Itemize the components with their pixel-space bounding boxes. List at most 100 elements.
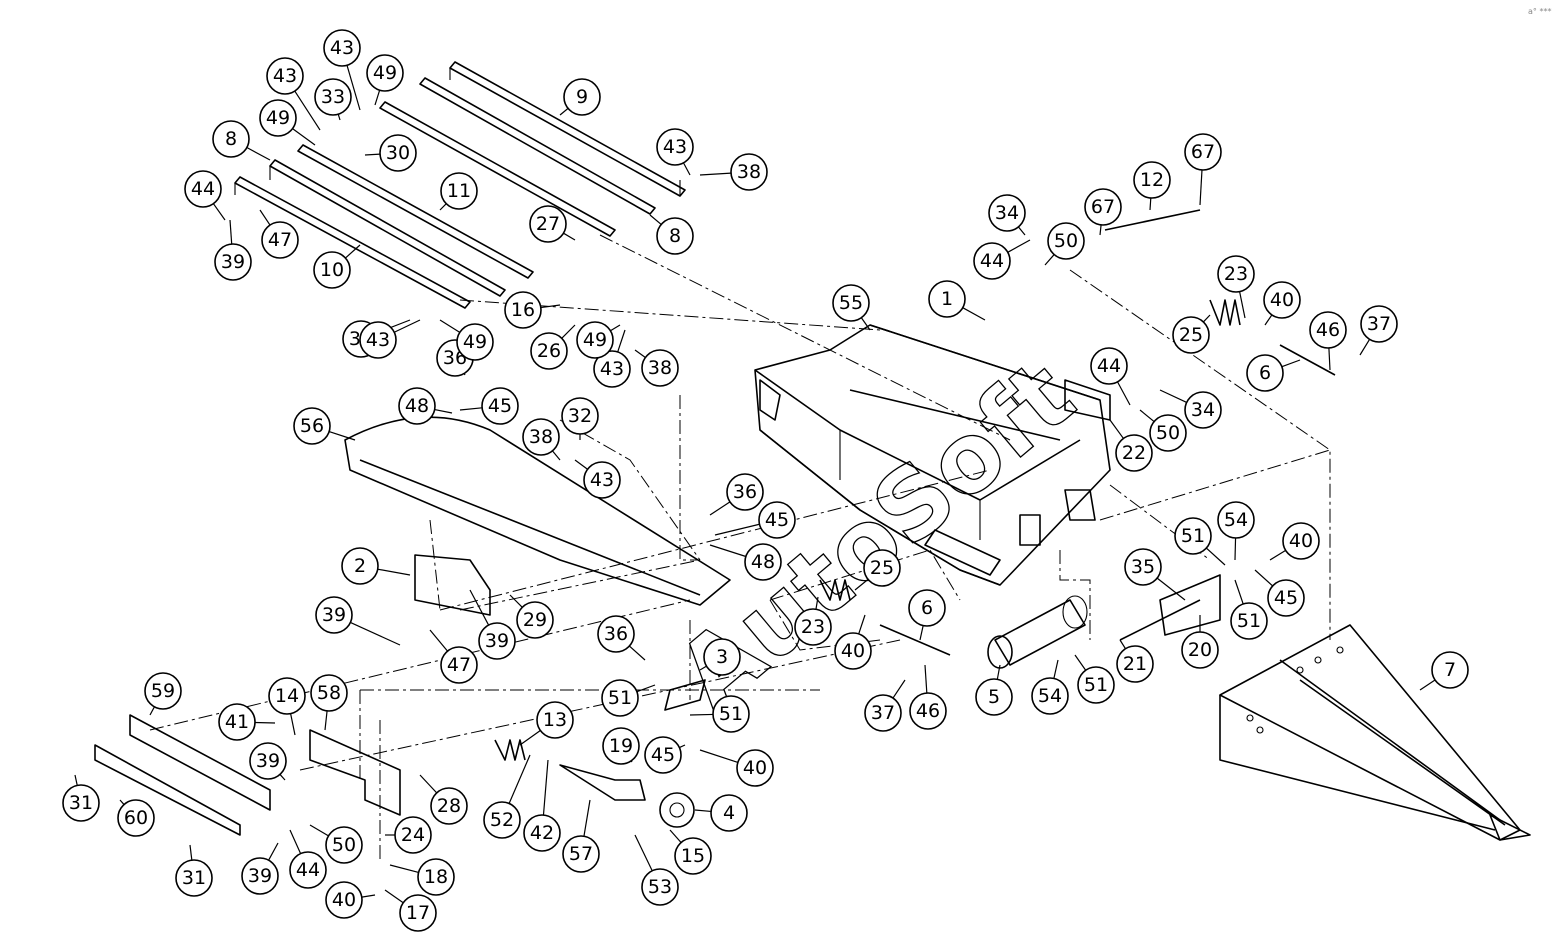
callout-number: 2: [354, 555, 366, 577]
leader-line: [892, 679, 906, 699]
callout-number: 25: [870, 557, 894, 579]
callout-number: 21: [1123, 653, 1147, 675]
callout-number: 67: [1191, 141, 1215, 163]
callout-number: 57: [569, 843, 593, 865]
leader-line: [254, 721, 276, 724]
callout-bubble: [1184, 133, 1222, 171]
leader-line: [1159, 389, 1187, 403]
callout-bubble: [1230, 602, 1268, 640]
callout-26: 26: [530, 324, 576, 370]
callout-number: 40: [1270, 289, 1294, 311]
callout-bubble: [289, 851, 327, 889]
callout-40: 40: [1263, 281, 1301, 326]
leader-line: [1328, 347, 1331, 371]
callout-number: 10: [320, 259, 344, 281]
callout-23: 23: [794, 596, 832, 646]
leader-line: [259, 209, 271, 226]
callout-bubble: [483, 801, 521, 839]
callout-bubble: [1184, 391, 1222, 429]
callout-number: 28: [437, 795, 461, 817]
callout-number: 67: [1091, 196, 1115, 218]
callout-38: 38: [634, 349, 679, 387]
callout-bubble: [736, 749, 774, 787]
leader-line: [345, 244, 361, 259]
callout-25: 25: [1172, 314, 1211, 354]
leader-line: [1239, 291, 1246, 319]
callout-number: 54: [1038, 685, 1062, 707]
callout-bubble: [712, 695, 750, 733]
callout-bubble: [832, 284, 870, 322]
callout-34: 34: [1159, 389, 1222, 429]
callout-bubble: [744, 543, 782, 581]
callout-number: 44: [980, 250, 1004, 272]
leader-line: [962, 307, 986, 321]
callout-number: 31: [182, 867, 206, 889]
callout-bubble: [909, 692, 947, 730]
leader-line: [649, 214, 662, 225]
callout-10: 10: [313, 244, 361, 289]
callout-44: 44: [289, 829, 327, 889]
callout-number: 39: [221, 251, 245, 273]
callout-number: 46: [1316, 319, 1340, 341]
leader-line: [328, 431, 356, 441]
callout-48: 48: [709, 543, 782, 581]
callout-56: 56: [293, 407, 356, 445]
callout-number: 45: [651, 744, 675, 766]
callout-number: 17: [406, 902, 430, 924]
callout-number: 36: [733, 481, 757, 503]
callout-bubble: [1047, 222, 1085, 260]
callout-46: 46: [909, 664, 947, 730]
callout-bubble: [379, 134, 417, 172]
leader-line: [508, 754, 531, 804]
leader-line: [119, 799, 125, 805]
leader-line: [1149, 197, 1152, 211]
callout-21: 21: [1116, 639, 1154, 683]
callout-33: 33: [314, 78, 352, 121]
callout-bubble: [641, 868, 679, 906]
callout-bubble: [323, 29, 361, 67]
callout-number: 43: [330, 37, 354, 59]
leader-line: [74, 774, 78, 786]
callout-number: 51: [1181, 525, 1205, 547]
callout-4: 4: [694, 794, 748, 832]
callout-bubble: [536, 701, 574, 739]
leader-line: [294, 90, 321, 131]
callout-50: 50: [1139, 409, 1187, 452]
callout-bubble: [1360, 305, 1398, 343]
callout-bubble: [1124, 548, 1162, 586]
callout-number: 9: [576, 86, 588, 108]
callout-number: 50: [1054, 230, 1078, 252]
callout-49: 49: [576, 321, 621, 359]
callout-bubble: [1172, 316, 1210, 354]
leader-line: [542, 759, 549, 816]
callout-number: 38: [737, 161, 761, 183]
callout-bubble: [62, 784, 100, 822]
callout-bubble: [583, 461, 621, 499]
leader-line: [439, 319, 461, 333]
callout-bubble: [562, 835, 600, 873]
callout-number: 45: [488, 395, 512, 417]
callout-number: 40: [1289, 530, 1313, 552]
callout-number: 39: [322, 604, 346, 626]
callout-bubble: [644, 736, 682, 774]
callout-45: 45: [459, 387, 519, 425]
leader-line: [377, 568, 411, 576]
callout-bubble: [656, 128, 694, 166]
callout-bubble: [1246, 354, 1284, 392]
leader-line: [709, 501, 731, 516]
leader-line: [350, 621, 401, 646]
leader-line: [1139, 409, 1155, 423]
callout-57: 57: [562, 799, 600, 873]
leader-line: [919, 625, 924, 641]
callout-number: 8: [225, 128, 237, 150]
leader-line: [996, 664, 1001, 680]
callout-bubble: [928, 280, 966, 318]
callout-number: 41: [225, 711, 249, 733]
leader-line: [292, 128, 316, 146]
callout-bubble: [144, 672, 182, 710]
callout-2: 2: [341, 547, 411, 585]
callout-number: 39: [485, 630, 509, 652]
callout-bubble: [259, 99, 297, 137]
